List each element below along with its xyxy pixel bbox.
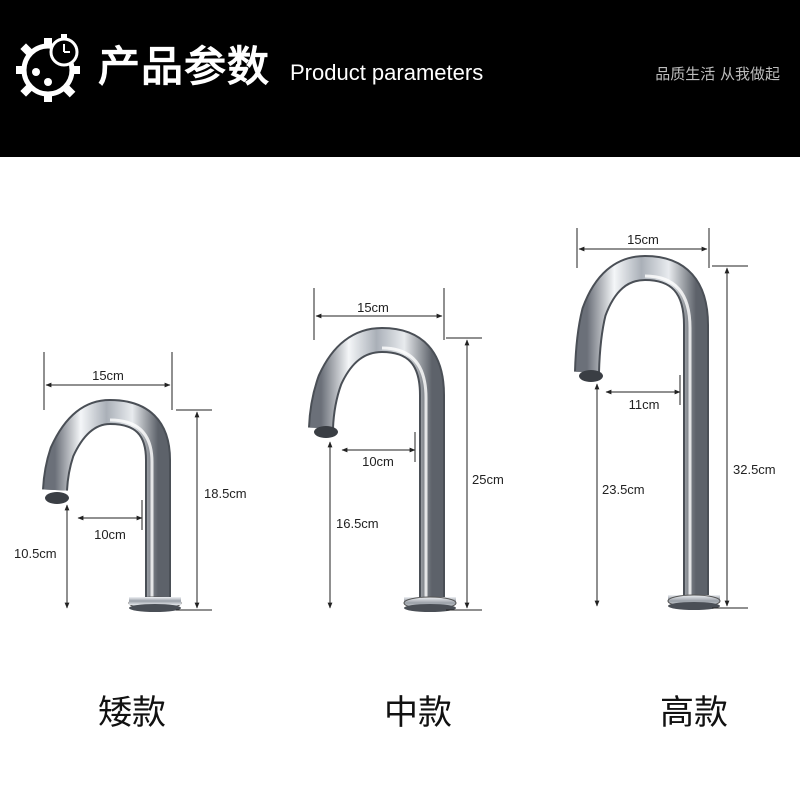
page-subtitle: Product parameters [290, 60, 484, 85]
faucet-medium [308, 326, 457, 612]
dim-height-medium: 25cm [472, 472, 504, 487]
dim-spout-height-medium: 16.5cm [336, 516, 379, 531]
dim-reach-short: 10cm [94, 527, 126, 542]
label-tall: 高款 [660, 693, 728, 733]
dim-height-tall: 32.5cm [733, 462, 776, 477]
dims-tall [576, 228, 748, 609]
faucet-short [42, 398, 182, 612]
label-short: 矮款 [98, 693, 166, 733]
dim-spout-height-short: 10.5cm [14, 546, 57, 561]
dim-spout-height-tall: 23.5cm [602, 482, 645, 497]
page-title: 产品参数 [98, 42, 271, 91]
header-banner: 产品参数 Product parameters 品质生活 从我做起 [0, 0, 800, 157]
label-medium: 中款 [384, 693, 452, 733]
dim-width-medium: 15cm [357, 300, 389, 315]
dims-short [43, 352, 212, 611]
faucet-tall [574, 254, 721, 610]
dim-reach-tall: 11cm [629, 397, 660, 412]
gear-stopwatch-icon [16, 34, 80, 102]
dim-reach-medium: 10cm [362, 454, 394, 469]
dim-height-short: 18.5cm [204, 486, 247, 501]
dims-medium [313, 288, 482, 611]
slogan-text: 品质生活 从我做起 [655, 65, 780, 83]
dim-width-tall: 15cm [627, 232, 659, 247]
dim-width-short: 15cm [92, 368, 124, 383]
